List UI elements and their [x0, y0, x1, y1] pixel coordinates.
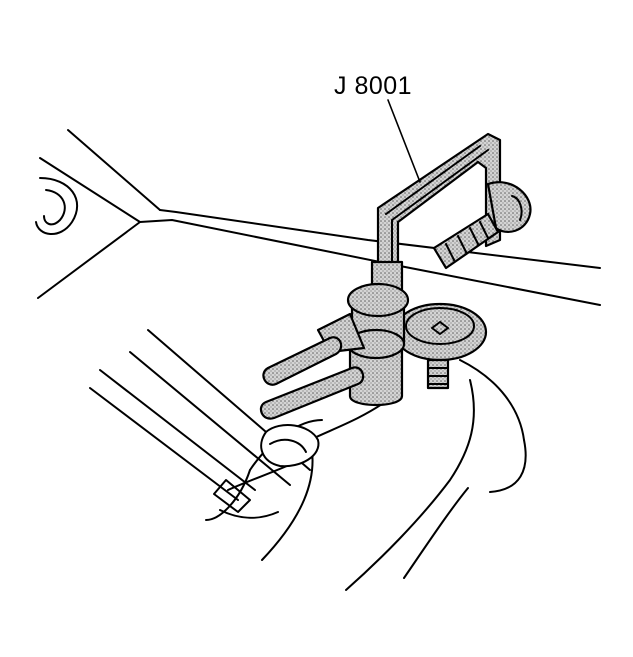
panel-emblem [35, 177, 78, 235]
tool-handles [259, 336, 365, 420]
strut-rod [89, 329, 311, 513]
forcing-screw [432, 181, 532, 270]
strut-mount-housing [205, 359, 527, 591]
body-panel-outline [37, 129, 601, 306]
label-leader-line [387, 99, 421, 183]
tool-label: J 8001 [334, 72, 413, 100]
swivel-pad [392, 302, 488, 390]
